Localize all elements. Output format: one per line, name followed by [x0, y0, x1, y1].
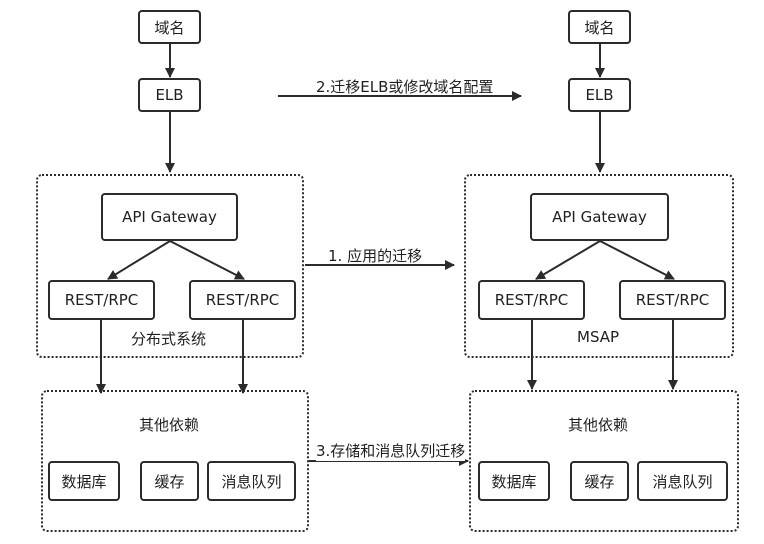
arrow-right-gateway-rest1 — [535, 240, 601, 280]
right-dependencies-group — [469, 390, 739, 532]
left-message-queue-box: 消息队列 — [207, 461, 296, 501]
right-cache-box: 缓存 — [570, 461, 629, 501]
left-cache-box: 缓存 — [140, 461, 199, 501]
right-rest-rpc-box-1: REST/RPC — [478, 280, 585, 320]
right-message-queue-box: 消息队列 — [637, 461, 728, 501]
arrow-right-gateway-rest2 — [599, 240, 675, 280]
right-dependencies-title: 其他依赖 — [568, 416, 629, 434]
left-database-box: 数据库 — [48, 461, 120, 501]
right-api-gateway-box: API Gateway — [530, 193, 669, 241]
left-dependencies-title: 其他依赖 — [139, 416, 200, 434]
migration-storage-label: 3.存储和消息队列迁移 — [316, 440, 466, 461]
arrow-left-gateway-rest1 — [107, 240, 171, 280]
migration-elb-label: 2.迁移ELB或修改域名配置 — [316, 78, 494, 96]
left-api-gateway-box: API Gateway — [101, 193, 238, 241]
left-system-label: 分布式系统 — [131, 330, 207, 348]
right-msap-group — [464, 174, 734, 358]
left-distributed-system-group — [36, 174, 304, 358]
left-elb-box: ELB — [138, 78, 201, 112]
right-database-box: 数据库 — [478, 461, 550, 501]
arrow-left-gateway-rest2 — [169, 240, 245, 280]
right-rest-rpc-box-2: REST/RPC — [619, 280, 726, 320]
migration-app-label: 1. 应用的迁移 — [328, 247, 423, 265]
right-system-label: MSAP — [577, 328, 620, 346]
left-dependencies-group — [41, 390, 309, 532]
left-domain-box: 域名 — [138, 10, 201, 44]
right-elb-box: ELB — [568, 78, 631, 112]
left-rest-rpc-box-2: REST/RPC — [189, 280, 296, 320]
left-rest-rpc-box-1: REST/RPC — [48, 280, 155, 320]
right-domain-box: 域名 — [568, 10, 631, 44]
